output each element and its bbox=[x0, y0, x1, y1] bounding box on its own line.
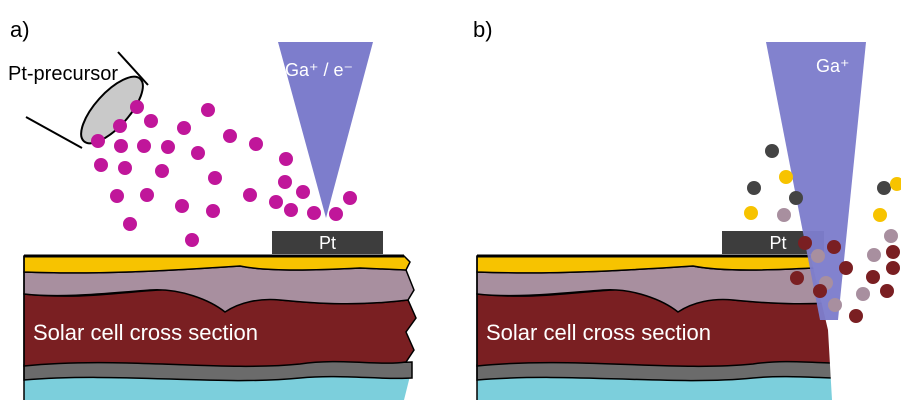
beam-label-a: Ga⁺ / e⁻ bbox=[285, 60, 353, 80]
panel-b-label: b) bbox=[473, 17, 493, 42]
beam-cone-b bbox=[766, 42, 866, 320]
pt-pad-label-b: Pt bbox=[769, 233, 786, 253]
solar-cell-cross-section-a bbox=[23, 254, 417, 400]
pt-precursor-particles bbox=[91, 100, 357, 247]
panel-a-label: a) bbox=[10, 17, 30, 42]
pt-pad-a bbox=[272, 231, 383, 254]
beam-label-b: Ga⁺ bbox=[816, 56, 850, 76]
precursor-label: Pt-precursor bbox=[8, 63, 118, 85]
pt-pad-b bbox=[722, 231, 824, 254]
beam-cone-a bbox=[278, 42, 373, 218]
cross-section-label-b: Solar cell cross section bbox=[486, 320, 711, 345]
pt-pad-label-a: Pt bbox=[319, 233, 336, 253]
sputtered-particles bbox=[744, 144, 901, 323]
cross-section-label-a: Solar cell cross section bbox=[33, 320, 258, 345]
panel-b: b) Solar cell cross section Pt Ga⁺ bbox=[473, 17, 901, 400]
panel-a: a) Pt-precursor Ga⁺ / e⁻ Pt bbox=[8, 17, 417, 400]
